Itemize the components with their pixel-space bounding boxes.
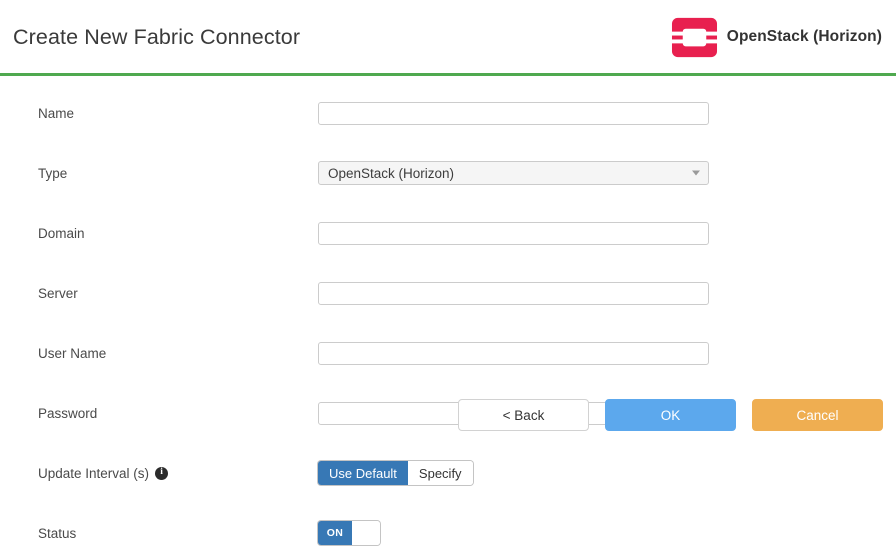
- form-row-username: User Name: [0, 338, 896, 368]
- type-select[interactable]: OpenStack (Horizon): [318, 161, 709, 185]
- cancel-button[interactable]: Cancel: [752, 399, 883, 431]
- label-name: Name: [38, 105, 75, 121]
- back-button[interactable]: < Back: [458, 399, 589, 431]
- info-icon[interactable]: i: [155, 466, 169, 480]
- connector-form: Name Type OpenStack (Horizon) Domain Ser…: [0, 76, 896, 548]
- label-password: Password: [38, 405, 98, 421]
- username-input[interactable]: [318, 341, 709, 365]
- page-header: Create New Fabric Connector OpenStack (H…: [0, 0, 896, 76]
- field-update-interval: Use Default Specify: [318, 461, 473, 485]
- name-input[interactable]: [318, 101, 709, 125]
- label-username: User Name: [38, 345, 107, 361]
- domain-input[interactable]: [318, 221, 709, 245]
- openstack-logo-icon: [670, 17, 718, 57]
- brand: OpenStack (Horizon): [670, 14, 882, 61]
- field-name: [318, 101, 709, 125]
- form-row-status: Status ON: [0, 518, 896, 548]
- label-status: Status: [38, 525, 77, 541]
- spacer: [0, 188, 896, 218]
- label-update-interval-text: Update Interval (s): [38, 465, 150, 481]
- server-input[interactable]: [318, 281, 709, 305]
- label-server: Server: [38, 285, 78, 301]
- update-interval-segmented: Use Default Specify: [318, 461, 473, 485]
- use-default-button[interactable]: Use Default: [318, 461, 408, 485]
- field-status: ON: [318, 521, 380, 545]
- form-row-update-interval: Update Interval (s) i Use Default Specif…: [0, 458, 896, 488]
- spacer: [0, 488, 896, 518]
- spacer: [0, 308, 896, 338]
- ok-button[interactable]: OK: [605, 399, 736, 431]
- status-toggle-knob: [352, 521, 380, 545]
- form-row-type: Type OpenStack (Horizon): [0, 158, 896, 188]
- spacer: [0, 128, 896, 158]
- status-toggle-label: ON: [318, 521, 352, 545]
- spacer: [0, 248, 896, 278]
- dialog-footer: < Back OK Cancel: [0, 391, 896, 439]
- form-row-server: Server: [0, 278, 896, 308]
- label-update-interval: Update Interval (s) i: [0, 466, 318, 481]
- form-row-domain: Domain: [0, 218, 896, 248]
- specify-button[interactable]: Specify: [407, 461, 473, 485]
- field-server: [318, 281, 709, 305]
- label-type: Type: [38, 165, 68, 181]
- status-toggle[interactable]: ON: [318, 521, 380, 545]
- page-title: Create New Fabric Connector: [13, 25, 301, 49]
- field-domain: [318, 221, 709, 245]
- form-row-name: Name: [0, 98, 896, 128]
- brand-name: OpenStack (Horizon): [726, 28, 882, 45]
- field-type: OpenStack (Horizon): [318, 161, 709, 185]
- field-username: [318, 341, 709, 365]
- label-domain: Domain: [38, 225, 85, 241]
